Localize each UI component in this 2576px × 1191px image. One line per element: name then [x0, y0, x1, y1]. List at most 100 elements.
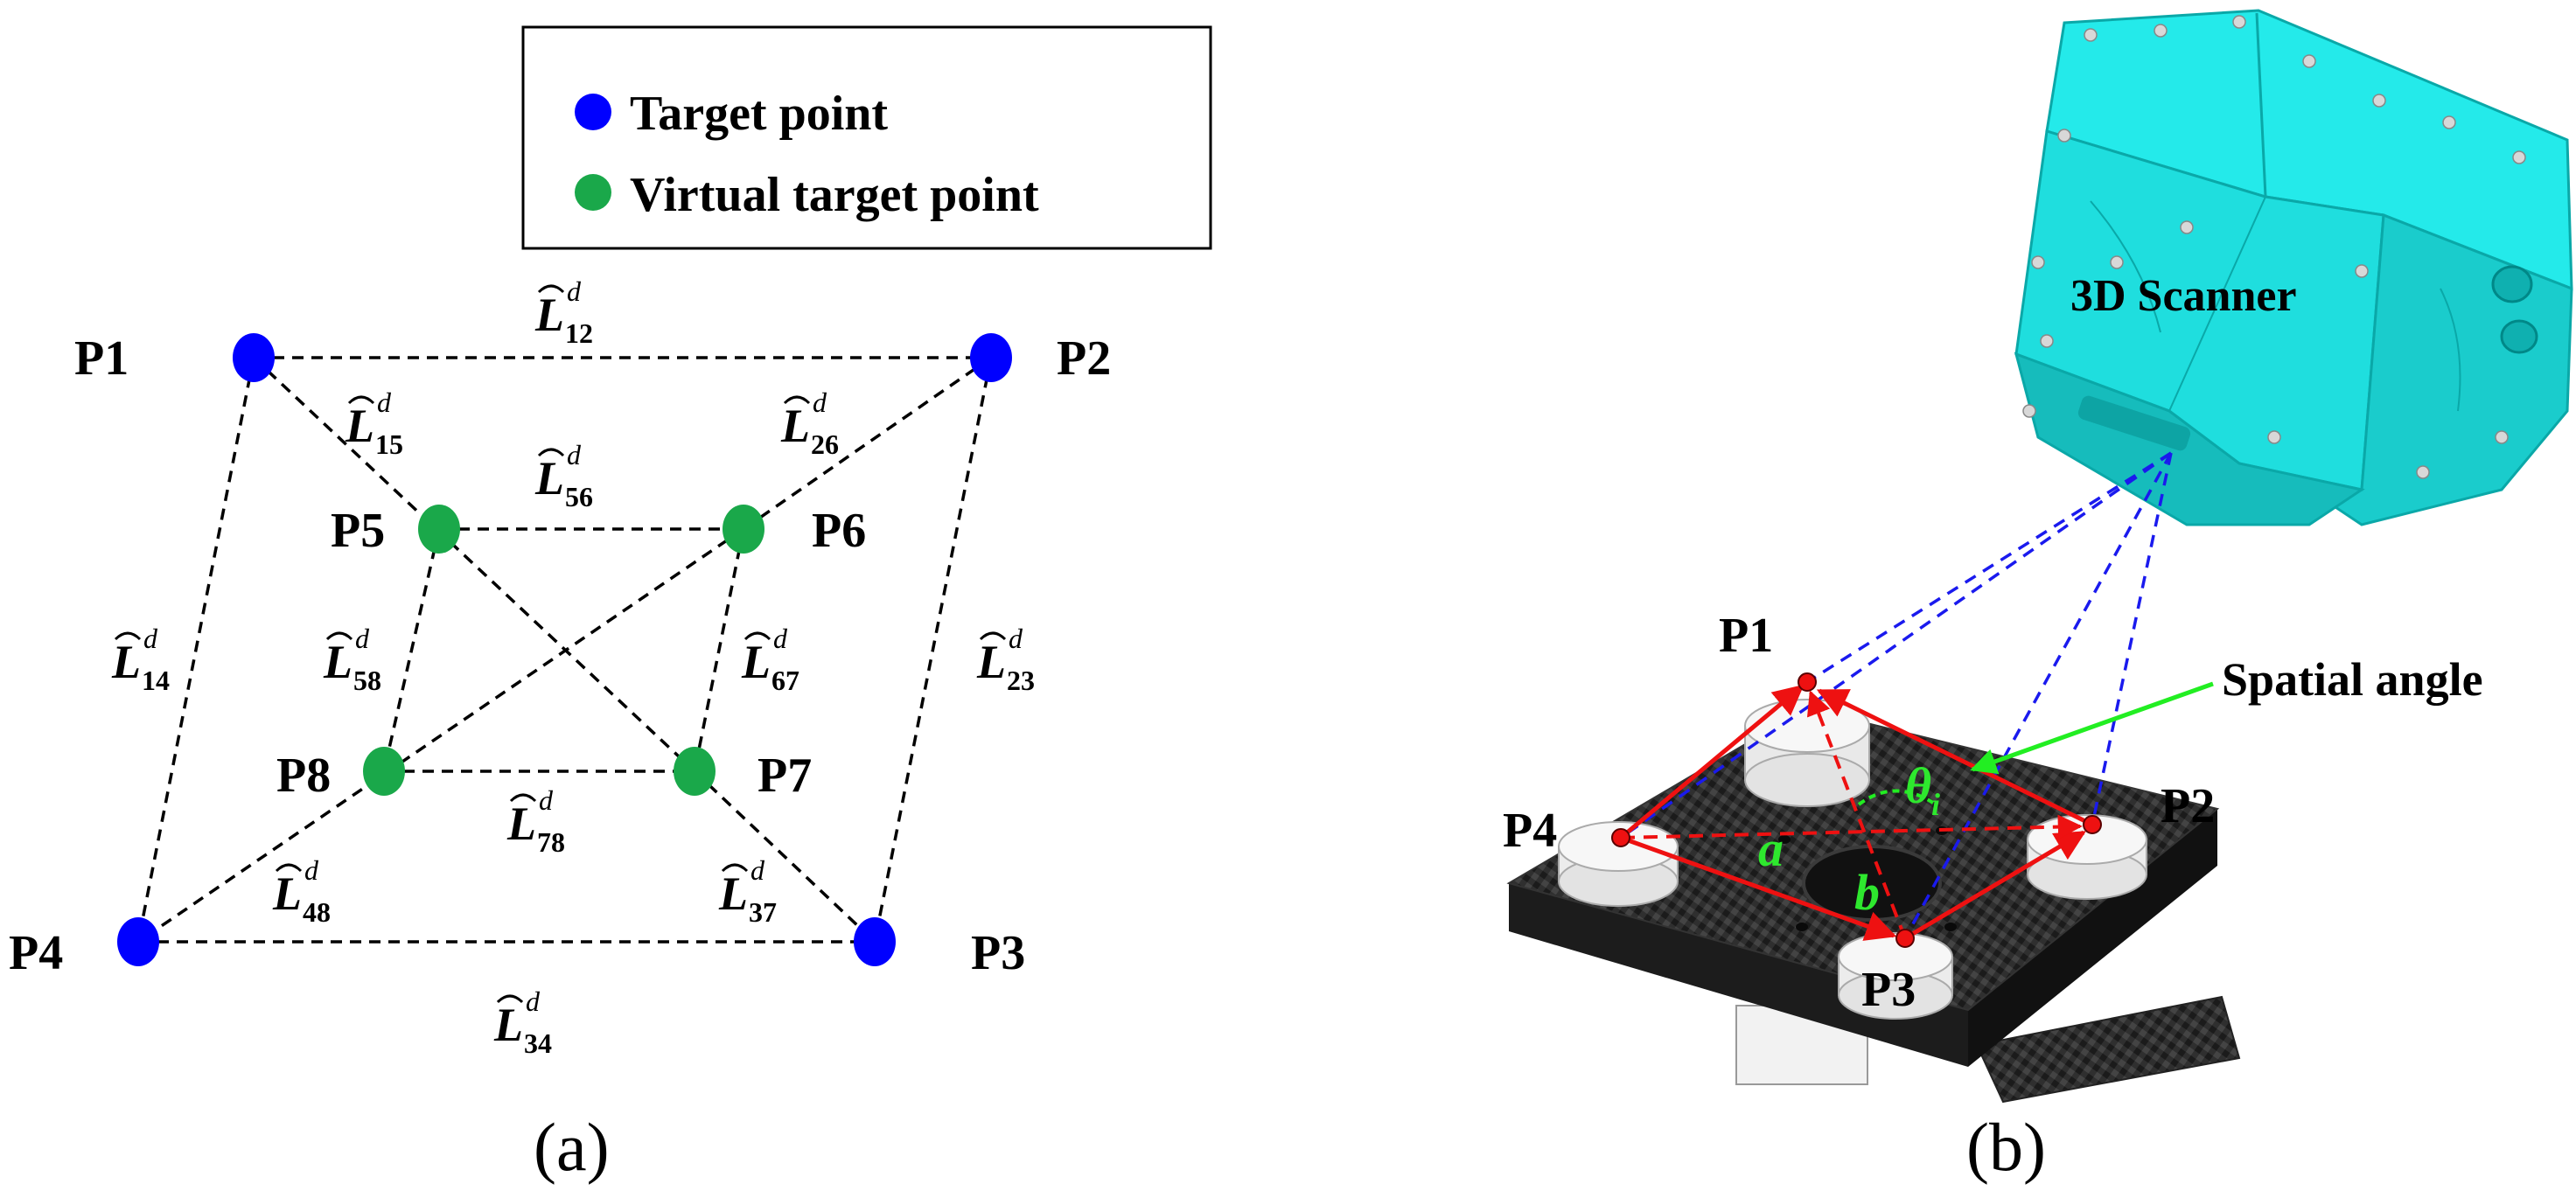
edge-superscript: d — [355, 623, 370, 654]
edge-superscript: d — [567, 439, 582, 470]
carbon-strip — [1975, 995, 2241, 1104]
label-p4: P4 — [9, 926, 63, 980]
scanner-port — [2500, 319, 2538, 354]
edge-hat — [509, 793, 537, 803]
point-p5-marker — [418, 505, 460, 554]
label-b-p1: P1 — [1719, 609, 1773, 663]
vector-p2-p1 — [1816, 688, 2094, 827]
edge-hat — [783, 395, 811, 405]
edge-symbol: L — [718, 867, 748, 920]
edge-p1-p4 — [136, 357, 255, 943]
edge-hat — [537, 284, 565, 294]
vector-p3-p2 — [1903, 830, 2087, 941]
red-dashed-vectors — [1620, 690, 2083, 939]
edge-subscript: 56 — [565, 481, 593, 512]
edge-subscript: 23 — [1007, 665, 1035, 696]
edge-symbol: L — [976, 636, 1006, 688]
legend: Target point Virtual target point — [521, 25, 1212, 250]
edge-symbol: L — [323, 636, 353, 688]
edge-superscript: d — [539, 784, 554, 816]
edges-dashed — [136, 356, 993, 944]
spatial-angle-arc — [1857, 789, 1935, 806]
panel-b: 3D Scanner — [1503, 9, 2573, 1185]
edge-hat — [496, 994, 524, 1004]
caption-b: (b) — [1966, 1109, 2046, 1185]
label-p2: P2 — [1057, 331, 1111, 386]
plate-hole — [1944, 923, 1957, 931]
edge-superscript: d — [526, 986, 541, 1017]
spatial-angle-pointer — [1970, 681, 2214, 775]
point-p7-marker — [674, 747, 716, 796]
edge-superscript: d — [1009, 623, 1023, 654]
label-b-p3: P3 — [1861, 963, 1916, 1017]
scanner-illustration — [2014, 9, 2573, 526]
theta-symbol: θ — [1905, 757, 1931, 814]
legend-virtual-marker — [575, 174, 611, 211]
edge-p6-p4 — [137, 527, 744, 944]
edge-symbol: L — [111, 636, 141, 688]
target-points — [117, 333, 1012, 966]
edge-subscript: 15 — [375, 428, 403, 460]
edge-p2-p3 — [873, 357, 993, 943]
edge-superscript: d — [143, 623, 158, 654]
legend-virtual-label: Virtual target point — [630, 168, 1039, 222]
edge-p5-p8 — [382, 528, 441, 772]
edge-subscript: 37 — [749, 896, 777, 928]
edge-hat — [537, 448, 565, 457]
scanner-screws — [2022, 15, 2526, 479]
edge-hat — [347, 395, 375, 405]
point-p1-marker — [233, 333, 275, 382]
edge-superscript: d — [813, 387, 827, 418]
edge-hat — [979, 631, 1007, 641]
scanner-port — [2491, 265, 2533, 303]
edge-hat — [721, 863, 749, 873]
edge-subscript: 26 — [811, 428, 839, 460]
edge-symbol: L — [506, 797, 536, 850]
edge-subscript: 67 — [771, 665, 799, 696]
edge-hat — [275, 863, 303, 873]
edge-hat — [114, 631, 142, 641]
legend-target-marker — [575, 94, 611, 130]
scanner-edge — [2168, 196, 2266, 412]
plate-hole — [1778, 835, 1791, 844]
ray-to-p2 — [2091, 452, 2173, 825]
red-vectors — [1619, 684, 2094, 941]
virtual-points — [363, 505, 764, 796]
caption-a: (a) — [534, 1109, 610, 1185]
edge-superscript: d — [377, 387, 392, 418]
label-p1: P1 — [74, 331, 129, 386]
scanner-lens-slot — [2077, 395, 2191, 451]
edge-subscript: 58 — [353, 665, 381, 696]
dot-p4 — [1611, 828, 1630, 847]
scanner-label: 3D Scanner — [2070, 271, 2297, 321]
target-holders — [1558, 699, 2147, 1020]
vector-p4-p2 — [1620, 814, 2083, 839]
edge-superscript: d — [304, 854, 319, 886]
edge-p7-p3 — [693, 770, 876, 944]
ray-to-p1 — [1806, 451, 2172, 684]
scanner-edge — [2255, 12, 2267, 198]
label-p7: P7 — [757, 749, 812, 803]
ray-to-p4 — [1619, 451, 2173, 839]
label-p6: P6 — [812, 504, 866, 558]
edge-symbol: L — [780, 400, 810, 452]
dot-p1 — [1798, 672, 1817, 692]
point-p8-marker — [363, 747, 405, 796]
edge-symbol: L — [534, 289, 564, 341]
point-labels: P1 P2 P3 P4 P5 P6 P7 P8 — [9, 331, 1111, 980]
vector-a-label: a — [1758, 820, 1784, 877]
point-p3-marker — [854, 917, 896, 966]
edge-subscript: 12 — [565, 317, 593, 349]
plate-hole — [1796, 923, 1808, 931]
spatial-angle-label: Spatial angle — [2222, 653, 2483, 706]
edge-symbol: L — [741, 636, 771, 688]
legend-target-label: Target point — [630, 87, 888, 141]
